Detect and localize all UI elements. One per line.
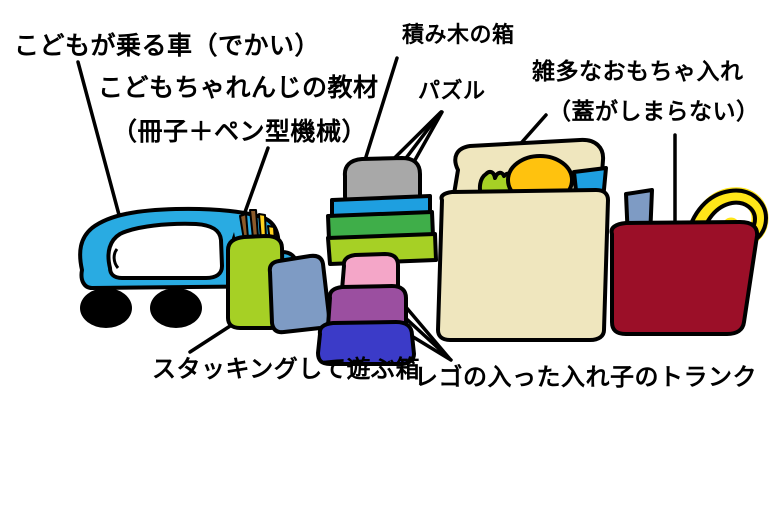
car-window-detail bbox=[112, 248, 120, 269]
label-material: こどもちゃれんじの教材 bbox=[98, 74, 379, 102]
stacking-box bbox=[267, 253, 332, 335]
stacking-box-body bbox=[267, 253, 332, 335]
label-toy-bin-sub: （蓋がしまらない） bbox=[548, 98, 760, 124]
leader-line-blocks bbox=[363, 56, 399, 162]
label-stacking-box: スタッキングして遊ぶ箱 bbox=[152, 356, 421, 383]
car-wheel-front bbox=[80, 288, 132, 328]
pen-holder bbox=[226, 209, 285, 330]
label-material-sub: （冊子＋ペン型機械） bbox=[112, 118, 368, 146]
trunk-blue bbox=[316, 320, 416, 366]
label-puzzle: パズル bbox=[418, 78, 486, 103]
label-toy-bin: 雑多なおもちゃ入れ bbox=[532, 58, 744, 84]
toy-bin bbox=[436, 137, 610, 342]
leader-line-car bbox=[76, 60, 124, 228]
toy-bin-front bbox=[436, 188, 610, 342]
red-trunk bbox=[609, 187, 769, 336]
label-ride-on-car: こどもが乗る車（でかい） bbox=[14, 32, 321, 60]
label-block-box: 積み木の箱 bbox=[402, 22, 515, 47]
nesting-trunks bbox=[316, 252, 416, 366]
red-trunk-body bbox=[609, 220, 760, 336]
label-lego-trunks: レゴの入った入れ子のトランク bbox=[414, 364, 757, 391]
car-window bbox=[106, 221, 224, 280]
car-wheel-rear bbox=[150, 288, 202, 328]
